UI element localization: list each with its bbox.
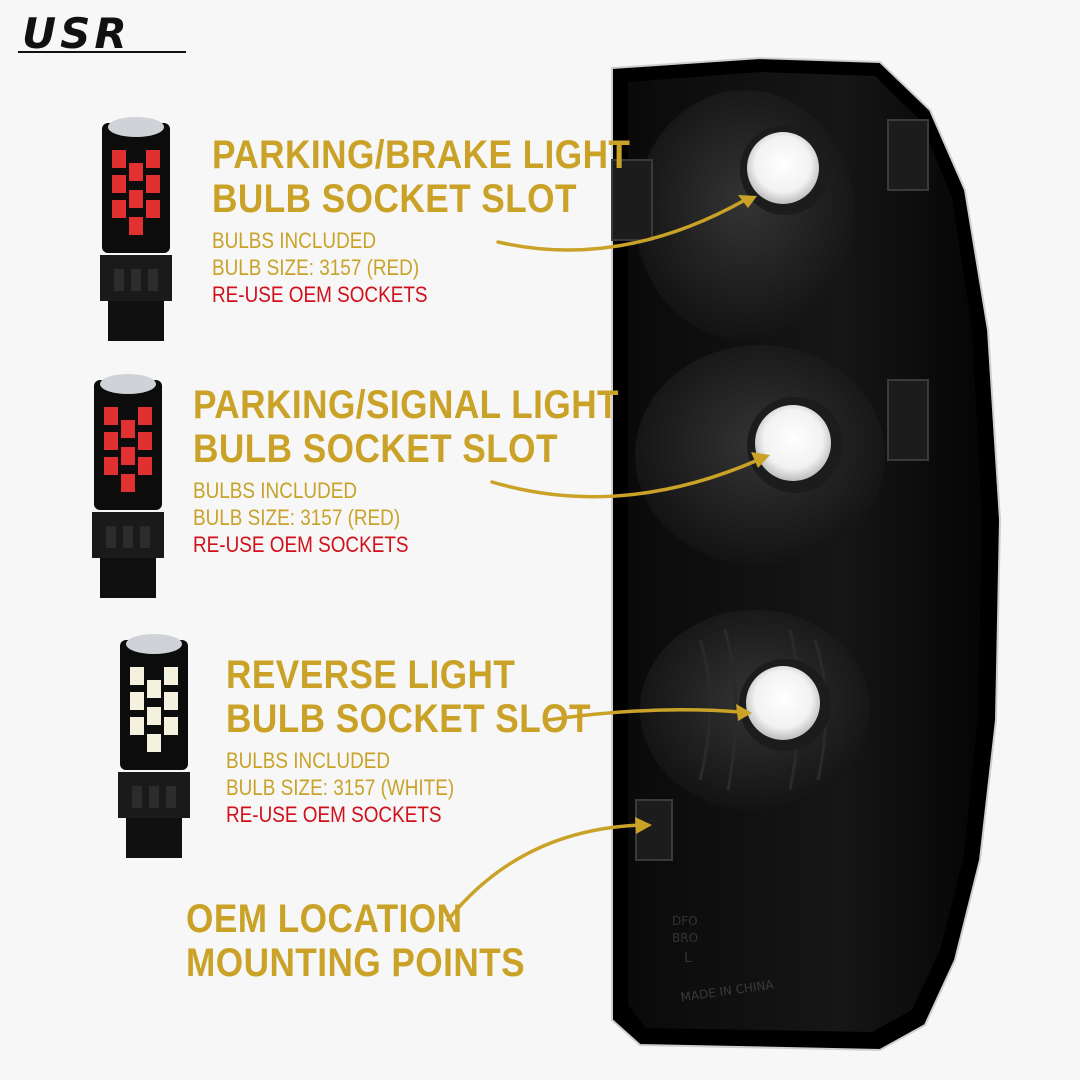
socket-slot-3 xyxy=(746,666,820,740)
housing-side-mark: L xyxy=(684,950,692,966)
callout-title-line1: PARKING/SIGNAL LIGHT xyxy=(193,383,620,427)
callout-title-line1: REVERSE LIGHT xyxy=(226,653,516,697)
callout-parking-signal: PARKING/SIGNAL LIGHT BULB SOCKET SLOT BU… xyxy=(193,383,677,558)
socket-slot-2 xyxy=(755,405,831,481)
callout-reverse: REVERSE LIGHT BULB SOCKET SLOT BULBS INC… xyxy=(226,653,641,828)
bulb-size-text: BULB SIZE: 3157 (RED) xyxy=(212,255,420,280)
arrow-callout-2 xyxy=(490,458,760,499)
callout-title-line2: BULB SOCKET SLOT xyxy=(193,427,558,471)
bulb-size-text: BULB SIZE: 3157 (WHITE) xyxy=(226,775,455,800)
led-bulb-2 xyxy=(92,374,164,598)
led-bulb-1 xyxy=(100,117,172,341)
usr-logo: USR xyxy=(18,12,186,54)
led-chips-3 xyxy=(130,667,178,752)
arrow-callout-3 xyxy=(546,708,742,722)
housing-code-1: DFO xyxy=(672,914,698,928)
bulbs-included-text: BULBS INCLUDED xyxy=(226,748,391,773)
bulbs-included-text: BULBS INCLUDED xyxy=(212,228,377,253)
led-bulb-3 xyxy=(118,634,190,858)
callout-title-line1: PARKING/BRAKE LIGHT xyxy=(212,133,631,177)
arrow-callout-1 xyxy=(496,198,747,252)
led-chips-2 xyxy=(104,407,152,492)
reuse-sockets-text: RE-USE OEM SOCKETS xyxy=(212,282,428,307)
housing-code-2: BRO xyxy=(672,931,698,945)
led-chips-1 xyxy=(112,150,160,235)
socket-slot-1 xyxy=(747,132,819,204)
callout-parking-brake: PARKING/BRAKE LIGHT BULB SOCKET SLOT BUL… xyxy=(212,133,687,308)
callout-mounting-points: OEM LOCATION MOUNTING POINTS xyxy=(186,897,571,985)
reuse-sockets-text: RE-USE OEM SOCKETS xyxy=(193,532,409,557)
callout-title-line2: BULB SOCKET SLOT xyxy=(226,697,591,741)
callout-title-line2: BULB SOCKET SLOT xyxy=(212,177,577,221)
mounting-line2: MOUNTING POINTS xyxy=(186,941,526,985)
arrow-mounting xyxy=(446,823,642,922)
reuse-sockets-text: RE-USE OEM SOCKETS xyxy=(226,802,442,827)
mounting-line1: OEM LOCATION xyxy=(186,897,463,941)
logo-text: USR xyxy=(22,12,131,54)
bulb-size-text: BULB SIZE: 3157 (RED) xyxy=(193,505,401,530)
bulbs-included-text: BULBS INCLUDED xyxy=(193,478,358,503)
